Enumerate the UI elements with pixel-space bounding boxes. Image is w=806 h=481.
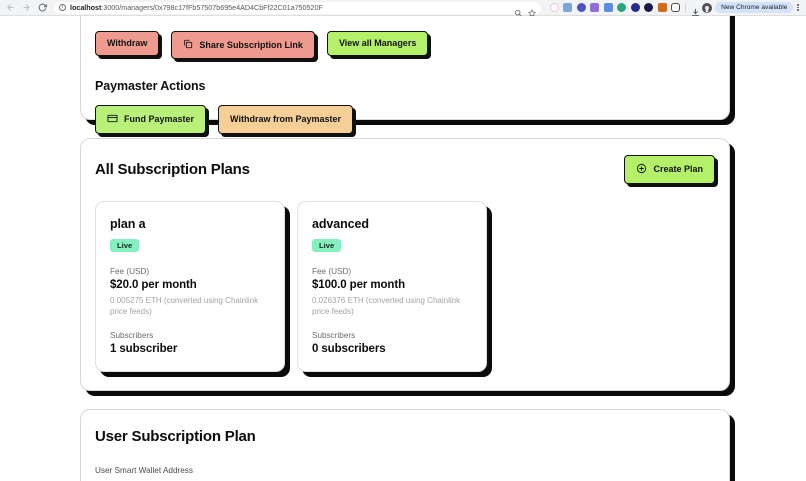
withdraw-from-paymaster-button[interactable]: Withdraw from Paymaster — [218, 105, 353, 134]
browser-toolbar: localhost:3000/managers/0x798c17fFb57507… — [0, 0, 806, 17]
copy-icon — [183, 39, 193, 51]
page-body: Withdraw Share Subscription Link View al… — [0, 16, 806, 481]
paymaster-buttons: Fund Paymaster Withdraw from Paymaster — [95, 105, 715, 134]
profile-avatar[interactable] — [702, 2, 713, 13]
create-plan-button[interactable]: Create Plan — [624, 155, 715, 184]
create-plan-label: Create Plan — [653, 164, 703, 174]
fee-label: Fee (USD) — [110, 266, 150, 276]
subscribers-label: Subscribers — [312, 331, 356, 341]
plus-circle-icon — [636, 163, 647, 176]
address-bar[interactable]: localhost:3000/managers/0x798c17fFb57507… — [54, 1, 541, 17]
paymaster-actions-heading: Paymaster Actions — [95, 79, 206, 93]
fee-label: Fee (USD) — [312, 266, 352, 276]
page-title: All Subscription Plans — [95, 161, 250, 178]
plans-header: All Subscription Plans Create Plan — [95, 155, 715, 184]
fund-paymaster-label: Fund Paymaster — [124, 114, 195, 124]
extension-icon-8[interactable] — [644, 3, 654, 12]
subscription-plans-panel: All Subscription Plans Create Plan plan … — [80, 138, 730, 392]
download-icon[interactable] — [691, 4, 699, 16]
new-chrome-pill[interactable]: New Chrome available — [715, 2, 794, 13]
url-path: :3000/managers/0x798c17fFb57507b695e4AD4… — [101, 3, 323, 12]
extension-icon-4[interactable] — [590, 3, 600, 12]
user-subscription-plan-title: User Subscription Plan — [95, 428, 256, 446]
plans-grid: plan a Live Fee (USD) $20.0 per month 0.… — [95, 201, 715, 373]
user-wallet-address-label: User Smart Wallet Address — [95, 466, 193, 476]
extension-icon-5[interactable] — [603, 3, 613, 12]
credit-card-icon — [107, 113, 118, 126]
plan-card[interactable]: plan a Live Fee (USD) $20.0 per month 0.… — [95, 201, 285, 373]
fund-paymaster-button[interactable]: Fund Paymaster — [95, 105, 207, 134]
reload-icon[interactable] — [36, 1, 49, 14]
subscribers-value: 1 subscriber — [110, 343, 178, 356]
plan-name: advanced — [312, 217, 369, 231]
plan-card[interactable]: advanced Live Fee (USD) $100.0 per month… — [297, 201, 487, 373]
manager-actions-panel: Withdraw Share Subscription Link View al… — [80, 16, 730, 189]
plan-name: plan a — [110, 217, 146, 231]
extension-icon-6[interactable] — [617, 3, 627, 12]
forward-arrow-icon[interactable] — [20, 1, 33, 14]
content-column: Withdraw Share Subscription Link View al… — [80, 16, 730, 481]
subscribers-label: Subscribers — [110, 331, 154, 341]
view-all-managers-label: View all Managers — [338, 38, 417, 48]
extension-icon-7[interactable] — [630, 3, 640, 12]
subscribers-value: 0 subscribers — [312, 343, 386, 356]
extension-icon-10[interactable] — [671, 3, 681, 12]
fee-value: $100.0 per month — [312, 278, 405, 291]
fee-value: $20.0 per month — [110, 278, 197, 291]
kebab-menu-icon[interactable] — [796, 4, 802, 11]
extension-icon-1[interactable] — [549, 3, 559, 12]
user-subscription-plan-panel: User Subscription Plan User Smart Wallet… — [80, 409, 730, 481]
fee-eth-note: 0.026376 ETH (converted using Chainlink … — [312, 295, 461, 316]
site-info-icon[interactable] — [59, 4, 66, 11]
extension-icon-9[interactable] — [657, 3, 667, 12]
share-subscription-link-label: Share Subscription Link — [199, 39, 303, 50]
search-zoom-icon[interactable] — [514, 4, 522, 16]
extensions-strip — [546, 3, 681, 12]
withdraw-button-label: Withdraw — [107, 38, 148, 48]
status-badge: Live — [110, 239, 140, 252]
fee-eth-note: 0.005275 ETH (converted using Chainlink … — [110, 295, 259, 316]
view-all-managers-button[interactable]: View all Managers — [326, 31, 429, 56]
withdraw-button[interactable]: Withdraw — [95, 31, 160, 56]
toolbar-divider — [685, 2, 687, 13]
extension-icon-3[interactable] — [576, 3, 586, 12]
url-text: localhost:3000/managers/0x798c17fFb57507… — [70, 3, 323, 12]
status-badge: Live — [312, 239, 342, 252]
url-host: localhost — [70, 3, 102, 12]
extension-icon-2[interactable] — [563, 3, 573, 12]
share-subscription-link-button[interactable]: Share Subscription Link — [171, 31, 315, 59]
withdraw-from-paymaster-label: Withdraw from Paymaster — [230, 114, 341, 124]
manager-action-buttons: Withdraw Share Subscription Link View al… — [95, 16, 715, 59]
back-arrow-icon[interactable] — [4, 1, 17, 14]
star-icon[interactable] — [527, 4, 536, 17]
